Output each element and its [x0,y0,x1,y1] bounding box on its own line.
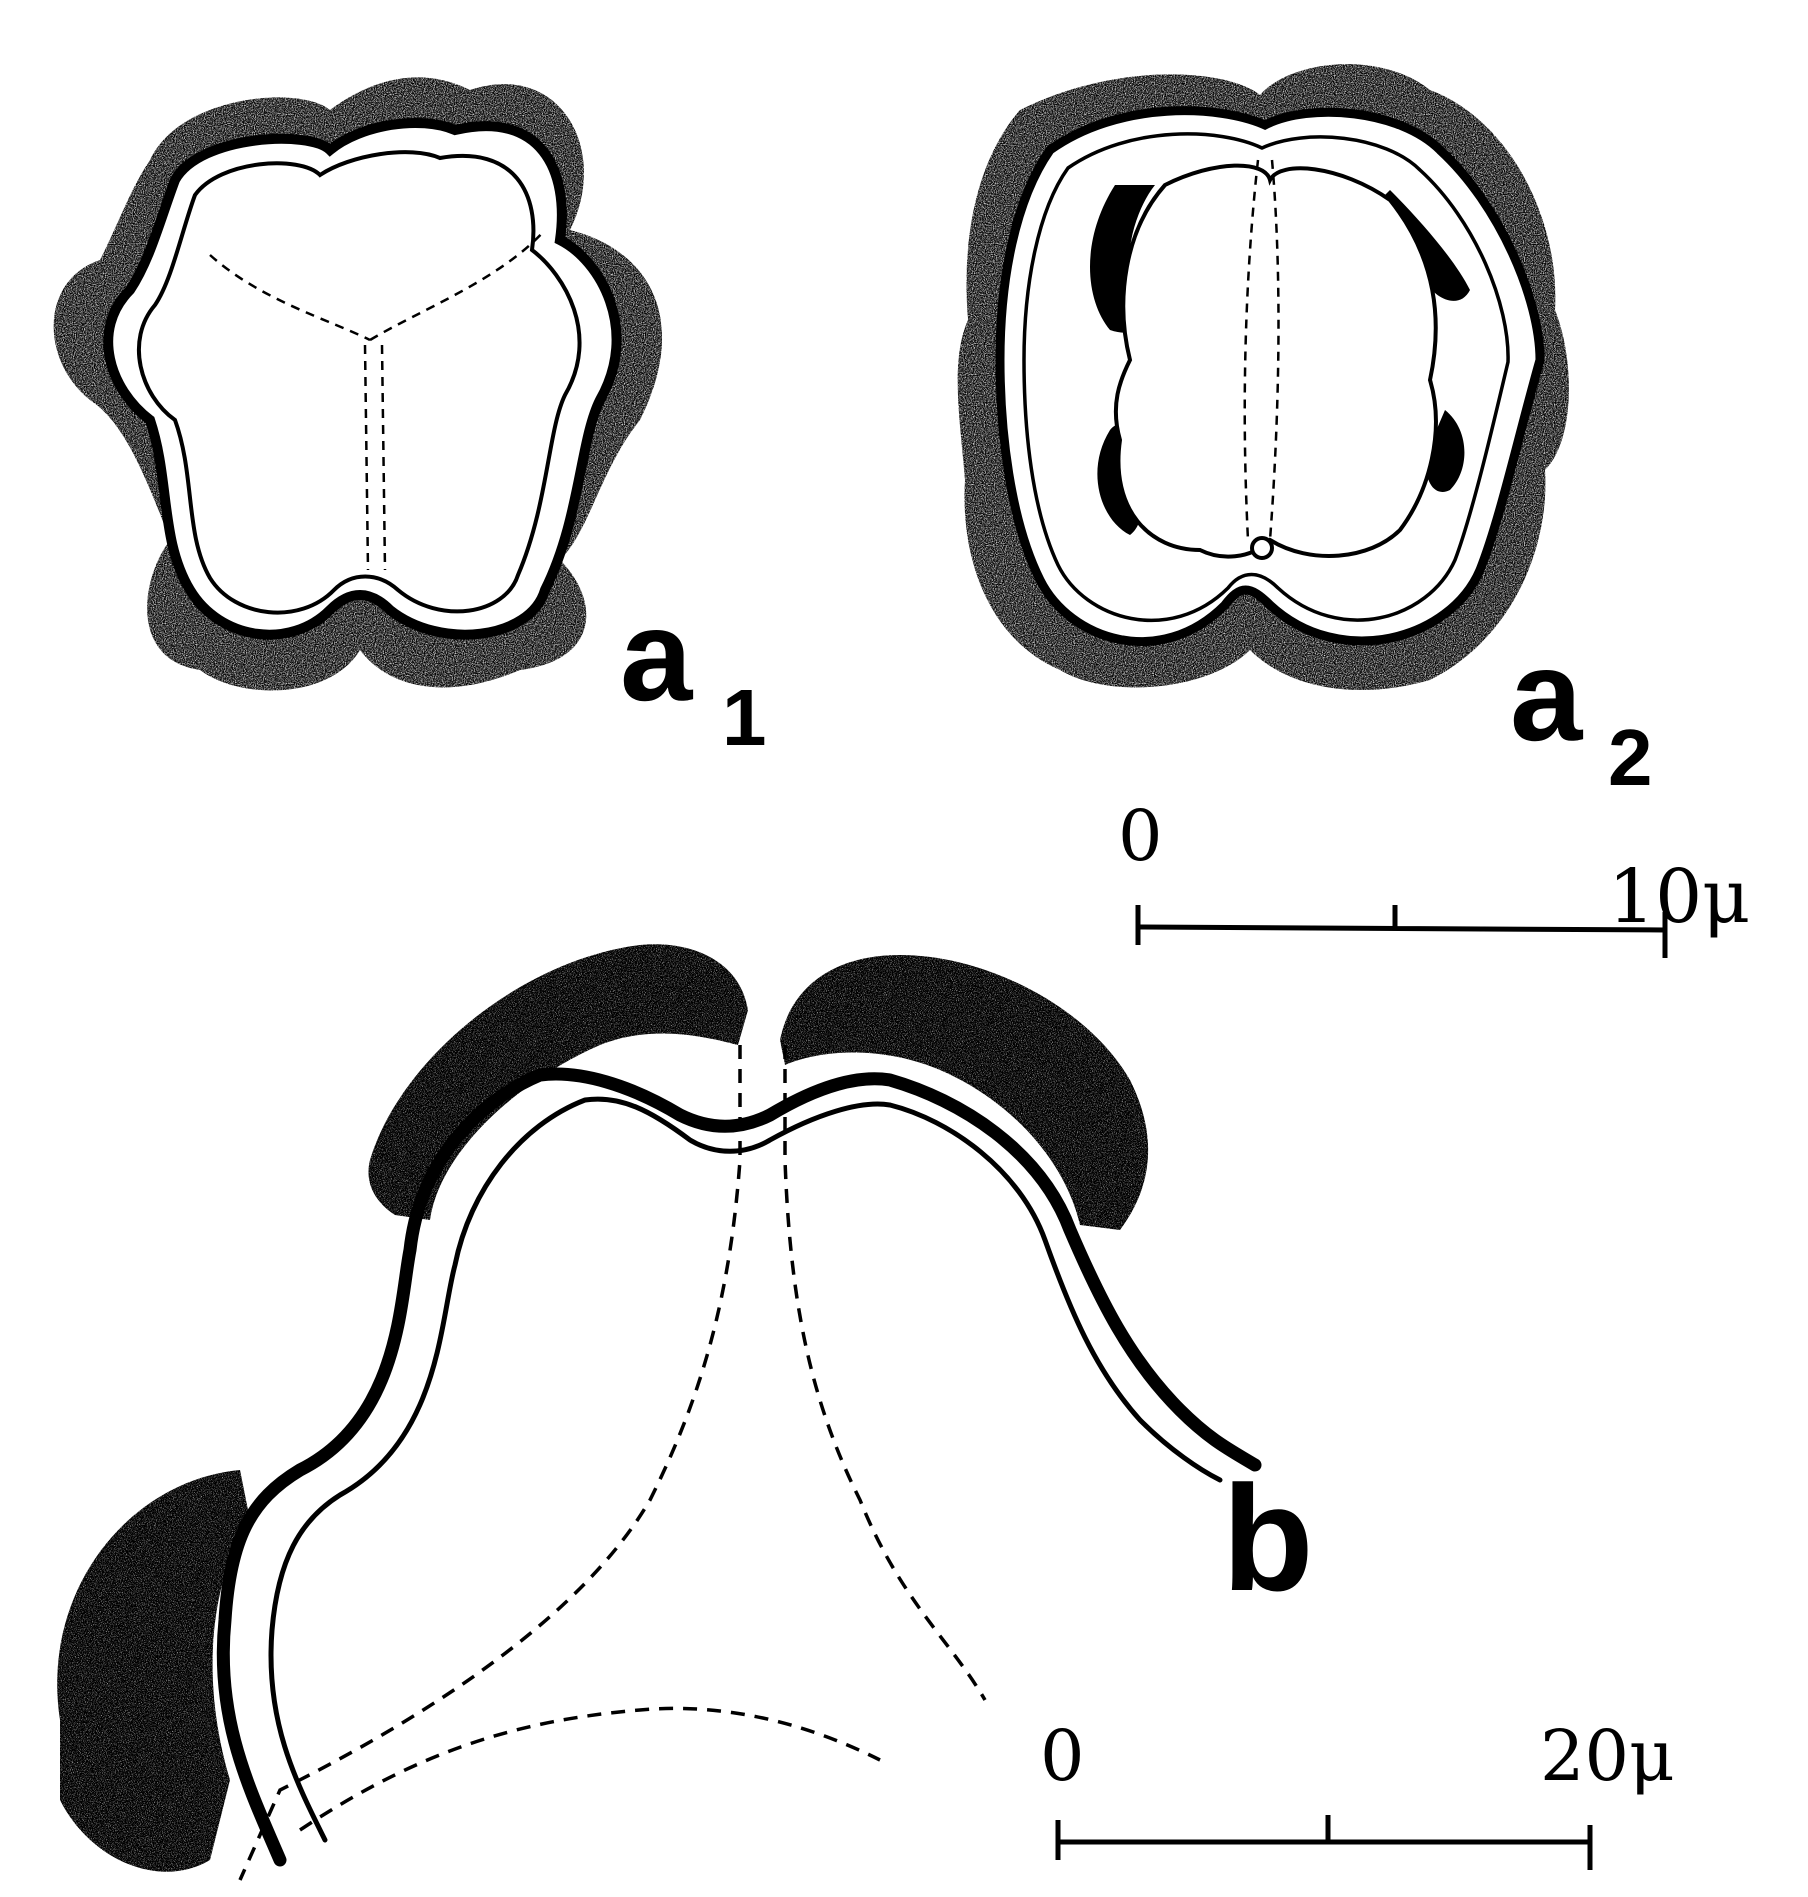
panel-subscript: 2 [1608,713,1653,802]
scale-bar-10: 0 10μ [1118,795,1750,958]
panel-subscript: 1 [722,673,767,762]
pollen-grain-a2 [958,64,1569,690]
scale-end-label: 10μ [1608,854,1750,940]
b-trilete-mark [240,1045,985,1880]
panel-label-b: b [1222,1454,1314,1622]
panel-letter: a [1510,622,1584,768]
panel-letter: a [620,582,694,728]
scale-start-label: 0 [1040,1715,1085,1797]
scale-start-label: 0 [1118,795,1163,877]
a2-pore [1252,538,1272,558]
scale-bar-line [1138,905,1665,958]
panel-label-a2: a 2 [1510,622,1653,802]
pollen-grain-a1 [54,77,662,690]
scale-end-label: 20μ [1540,1715,1675,1797]
panel-label-a1: a 1 [620,582,767,762]
scale-bar-20: 0 20μ [1040,1715,1675,1870]
b-exine-cap-right [780,955,1148,1230]
scale-bar-line [1058,1815,1590,1870]
a1-inner-wall [139,152,580,612]
panel-letter: b [1222,1454,1314,1622]
